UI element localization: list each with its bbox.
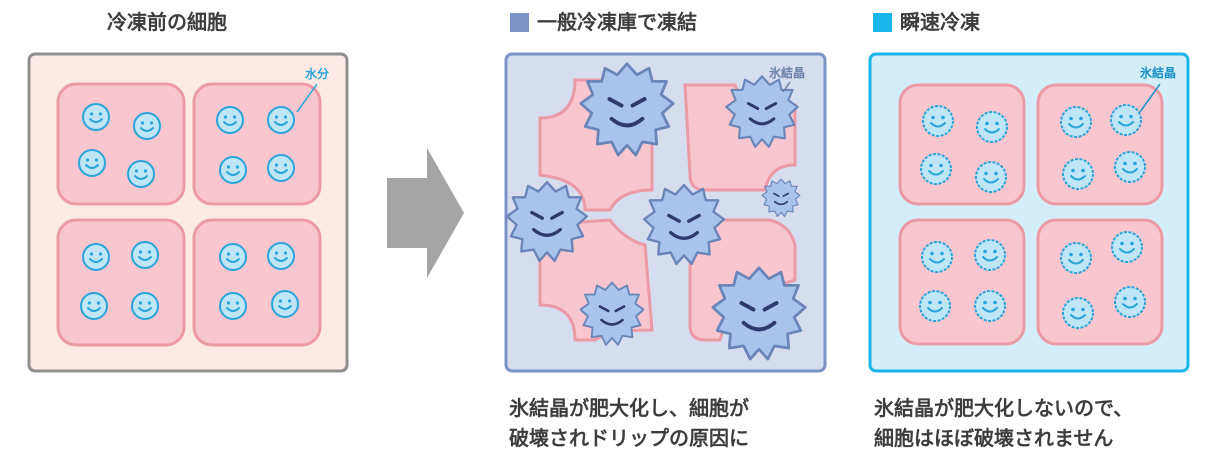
- flash-caption-line-2: 細胞はほぼ破壊されません: [874, 426, 1114, 450]
- flash-freezing-caption: 氷結晶が肥大化しないので、 細胞はほぼ破壊されません: [874, 393, 1133, 453]
- flash-cell-bottom-left: [898, 218, 1026, 346]
- before-panel: 水分: [27, 52, 349, 373]
- flash-freezing-panel: 氷結晶: [868, 52, 1190, 373]
- flash-square-icon: [873, 12, 892, 32]
- normal-ice-label: 氷結晶: [768, 65, 805, 80]
- water-pointer-line: [296, 83, 318, 113]
- flash-freezing-title: 瞬速冷凍: [873, 8, 980, 36]
- water-label: 水分: [305, 66, 329, 81]
- cell-bottom-right: [192, 218, 322, 347]
- cell-bottom-left: [56, 218, 186, 347]
- normal-freezer-caption: 氷結晶が肥大化し、細胞が 破壊されドリップの原因に: [509, 393, 749, 453]
- flash-cell-top-left: [898, 83, 1026, 206]
- flash-cell-top-right: [1036, 83, 1164, 206]
- cell-top-left: [56, 82, 186, 206]
- normal-caption-line-1: 氷結晶が肥大化し、細胞が: [509, 396, 749, 420]
- before-freezing-title: 冷凍前の細胞: [107, 10, 227, 34]
- cell-top-right: [192, 82, 322, 206]
- flash-ice-label: 氷結晶: [1139, 65, 1176, 80]
- normal-caption-line-2: 破壊されドリップの原因に: [509, 426, 749, 450]
- normal-freezer-title: 一般冷凍庫で凍結: [510, 8, 697, 36]
- normal-square-icon: [510, 12, 529, 32]
- flash-ice-pointer-line: [1139, 83, 1161, 113]
- ice-pointer-line: [782, 81, 791, 93]
- right-arrow-icon: [387, 148, 464, 278]
- normal-freezer-panel: 氷結晶: [504, 52, 827, 373]
- flash-caption-line-1: 氷結晶が肥大化しないので、: [874, 396, 1134, 420]
- flash-cell-bottom-right: [1036, 218, 1164, 346]
